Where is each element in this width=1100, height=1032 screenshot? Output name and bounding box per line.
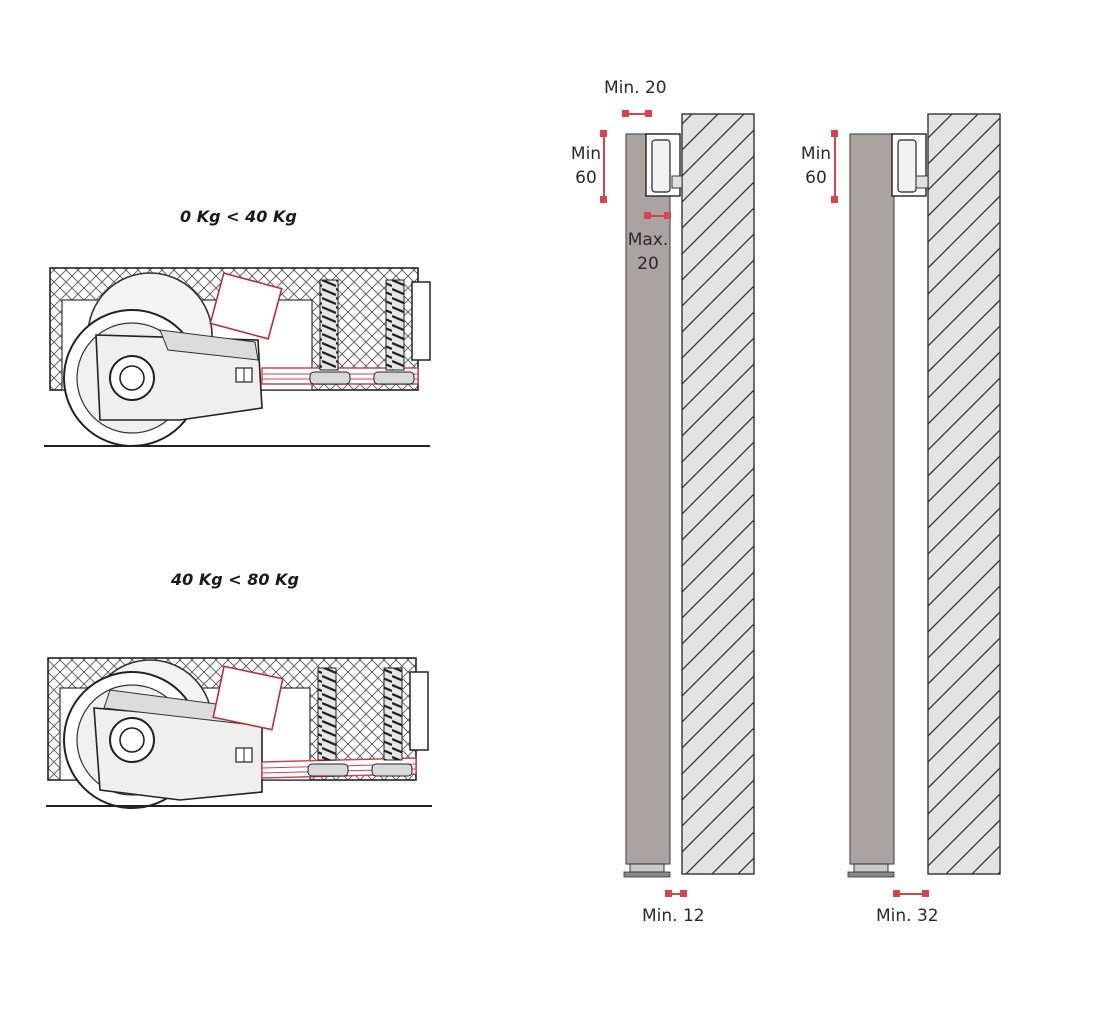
dim-marker-top-gap (622, 110, 652, 117)
dim-label-bottom-gap-left: Min. 12 (642, 906, 705, 926)
spring-right (385, 279, 405, 371)
floor-guide (629, 863, 665, 873)
dim-marker-height-left (600, 130, 607, 203)
spring-left (317, 667, 337, 761)
dim-label-overlap: Max. 20 (626, 228, 670, 276)
dim-label-height-right-line1: Min (800, 144, 832, 164)
door-panel (849, 133, 895, 865)
dim-label-height-left: Min 60 (568, 142, 604, 190)
roller-mechanism-heavy (46, 657, 432, 809)
dim-label-bottom-gap-right: Min. 32 (876, 906, 939, 926)
spring-left (319, 279, 339, 371)
end-plate (409, 671, 429, 751)
damper-block (212, 665, 284, 731)
dim-label-top-gap: Min. 20 (604, 78, 667, 98)
dim-label-overlap-line2: 20 (637, 254, 659, 274)
spring-seat-right (373, 371, 415, 385)
axle-inner (119, 727, 145, 753)
dim-marker-bottom-gap-right (893, 890, 929, 897)
dimension-markers (600, 110, 929, 897)
spring-seat-left (309, 371, 351, 385)
door-panel (625, 133, 671, 865)
damper-block (209, 272, 283, 340)
top-guide (897, 139, 917, 193)
end-plate (411, 281, 431, 361)
dim-label-height-left-line2: 60 (575, 168, 597, 188)
spring-seat-right (371, 763, 413, 777)
weight-range-heavy: 40 Kg < 80 Kg (171, 570, 299, 589)
door-section-gap (847, 113, 1001, 878)
dim-marker-height-right (831, 130, 838, 203)
dim-label-height-left-line1: Min (570, 144, 602, 164)
dim-label-height-right: Min 60 (798, 142, 834, 190)
floor-guide (853, 863, 889, 873)
top-guide (651, 139, 671, 193)
dim-marker-bottom-gap-left (665, 890, 687, 897)
roller-mechanism-light (44, 267, 431, 447)
axle-inner (119, 365, 145, 391)
dim-label-overlap-line1: Max. (627, 230, 669, 250)
dim-marker-overlap (644, 212, 671, 219)
dim-label-height-right-line2: 60 (805, 168, 827, 188)
wall (927, 113, 1001, 875)
door-section-overlap (623, 113, 755, 878)
wall (681, 113, 755, 875)
spring-seat-left (307, 763, 349, 777)
weight-range-light: 0 Kg < 40 Kg (180, 207, 297, 226)
spring-right (383, 667, 403, 761)
arm-top-face (159, 329, 259, 361)
